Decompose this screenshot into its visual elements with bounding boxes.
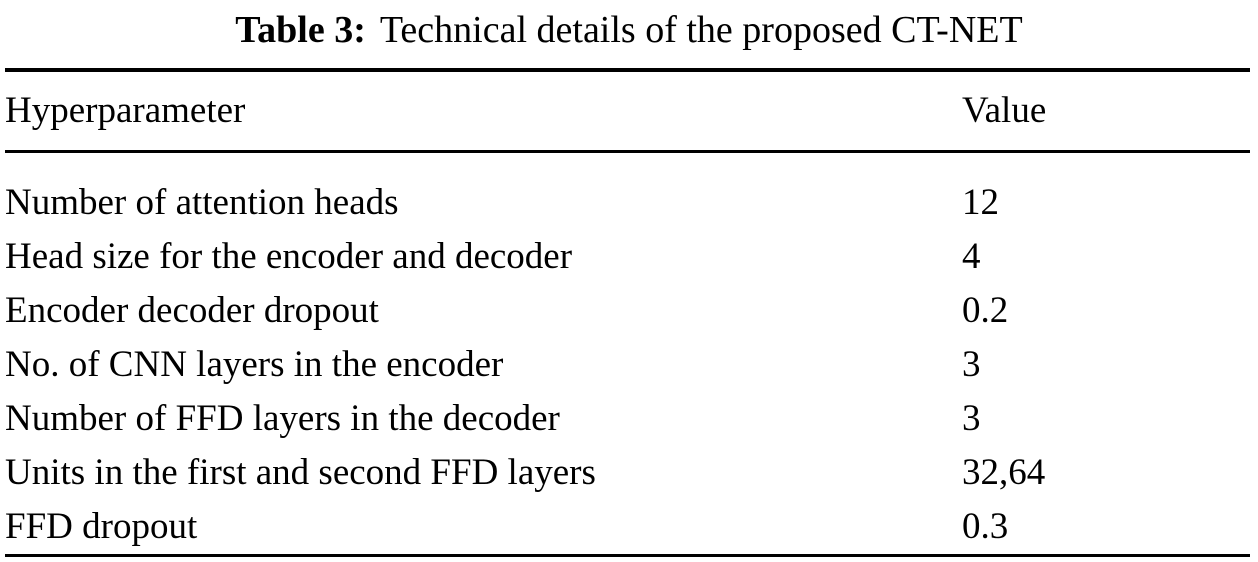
table-header-row: Hyperparameter Value [5, 72, 1250, 150]
cell-value: 0.2 [962, 290, 1009, 331]
cell-hyperparameter: No. of CNN layers in the encoder [5, 344, 504, 385]
table-caption-label: Table 3: [235, 9, 366, 51]
cell-hyperparameter: FFD dropout [5, 506, 198, 547]
table-caption: Table 3: Technical details of the propose… [0, 0, 1258, 60]
cell-value: 32,64 [962, 452, 1046, 493]
cell-value: 12 [962, 182, 999, 223]
hyperparameter-table: Hyperparameter Value Number of attention… [5, 72, 1250, 554]
table-row: Number of attention heads 12 [5, 150, 1250, 230]
table-row: Head size for the encoder and decoder 4 [5, 230, 1250, 284]
table-caption-text: Technical details of the proposed CT-NET [379, 9, 1023, 51]
cell-hyperparameter: Number of attention heads [5, 182, 399, 223]
table-row: No. of CNN layers in the encoder 3 [5, 338, 1250, 392]
table-body: Number of attention heads 12 Head size f… [5, 150, 1250, 554]
cell-hyperparameter: Head size for the encoder and decoder [5, 236, 573, 277]
cell-value: 3 [962, 398, 981, 439]
table-row: FFD dropout 0.3 [5, 500, 1250, 554]
cell-hyperparameter: Encoder decoder dropout [5, 290, 379, 331]
table-row: Encoder decoder dropout 0.2 [5, 284, 1250, 338]
table-rule-bottom [5, 554, 1250, 557]
column-header-value: Value [962, 90, 1047, 131]
column-header-hyperparameter: Hyperparameter [5, 90, 246, 131]
table-row: Units in the first and second FFD layers… [5, 446, 1250, 500]
cell-hyperparameter: Units in the first and second FFD layers [5, 452, 596, 493]
cell-value: 3 [962, 344, 981, 385]
table-row: Number of FFD layers in the decoder 3 [5, 392, 1250, 446]
cell-value: 0.3 [962, 506, 1009, 547]
cell-value: 4 [962, 236, 981, 277]
cell-hyperparameter: Number of FFD layers in the decoder [5, 398, 560, 439]
table-rule-top [5, 68, 1250, 72]
table-rule-header [5, 150, 1250, 153]
